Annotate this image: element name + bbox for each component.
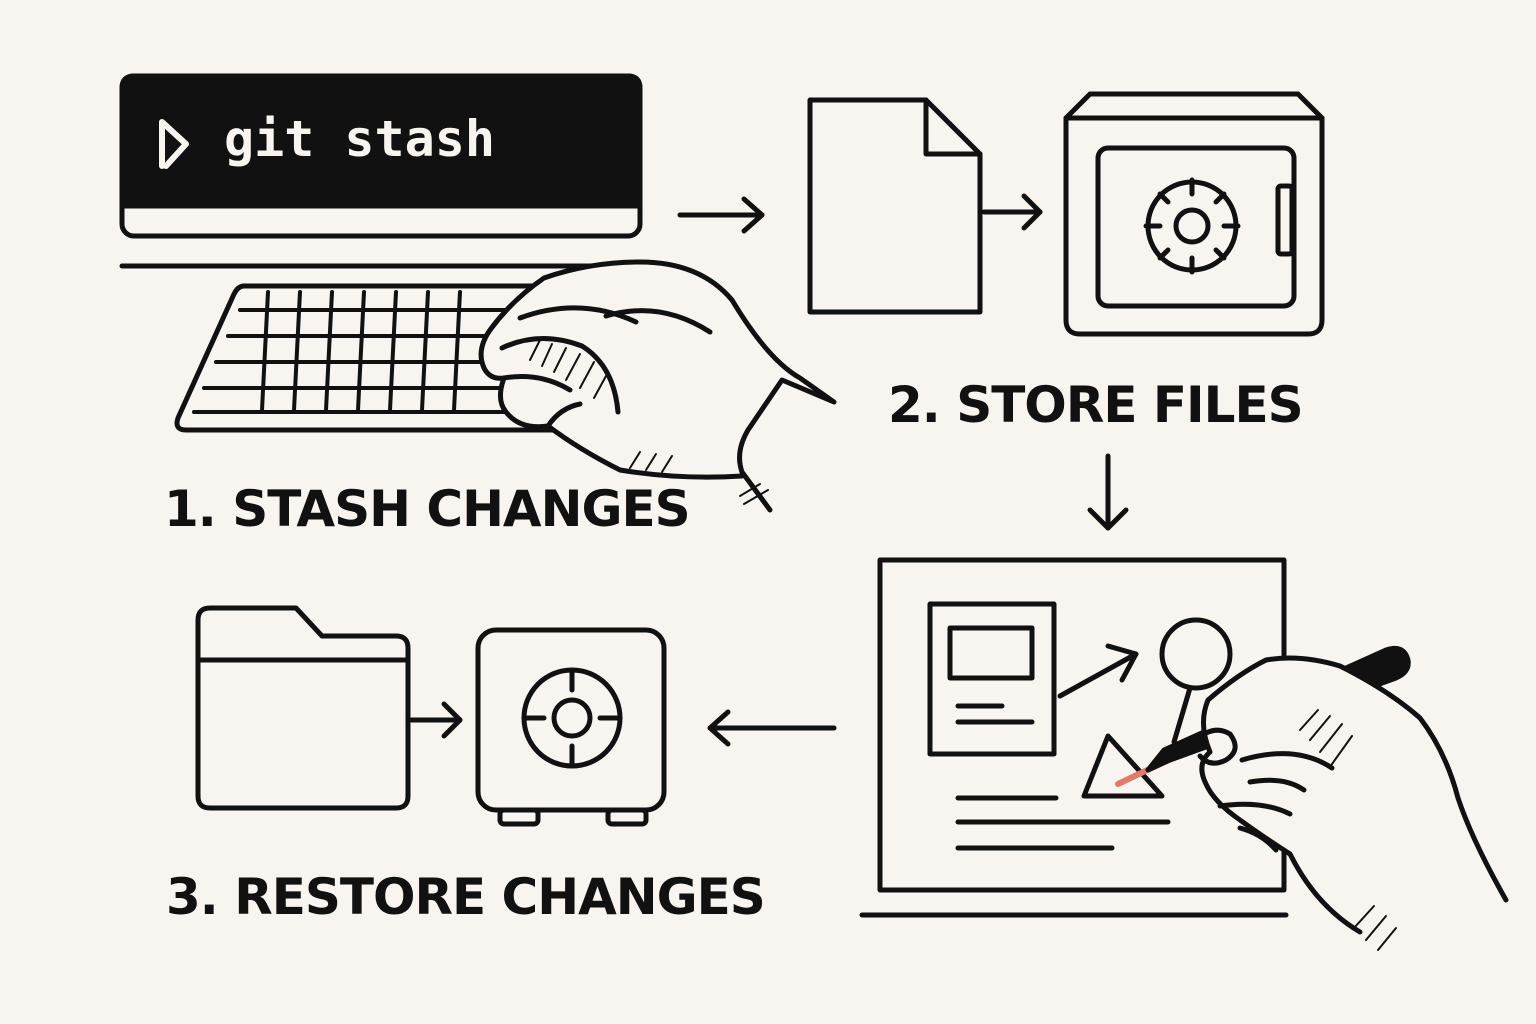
terminal-command: git stash: [224, 110, 495, 168]
step-3-label: 3. RESTORE CHANGES: [166, 868, 766, 926]
hand-icon: [478, 259, 837, 513]
step-1-label: 1. STASH CHANGES: [164, 480, 691, 538]
folder-icon: [195, 605, 411, 811]
safe-small-icon: [475, 627, 667, 827]
terminal-window: [119, 73, 643, 239]
chevron-prompt-icon: [159, 119, 189, 169]
arrow-down-icon: [1087, 453, 1129, 531]
pen-hand-icon: [1145, 645, 1509, 951]
arrow-right-icon: [407, 701, 463, 739]
arrow-right-icon: [677, 196, 765, 234]
step-2-label: 2. STORE FILES: [888, 376, 1304, 434]
arrow-left-icon: [707, 709, 837, 747]
arrow-right-icon: [981, 193, 1043, 231]
safe-icon: [1063, 91, 1325, 337]
file-icon: [807, 97, 983, 315]
